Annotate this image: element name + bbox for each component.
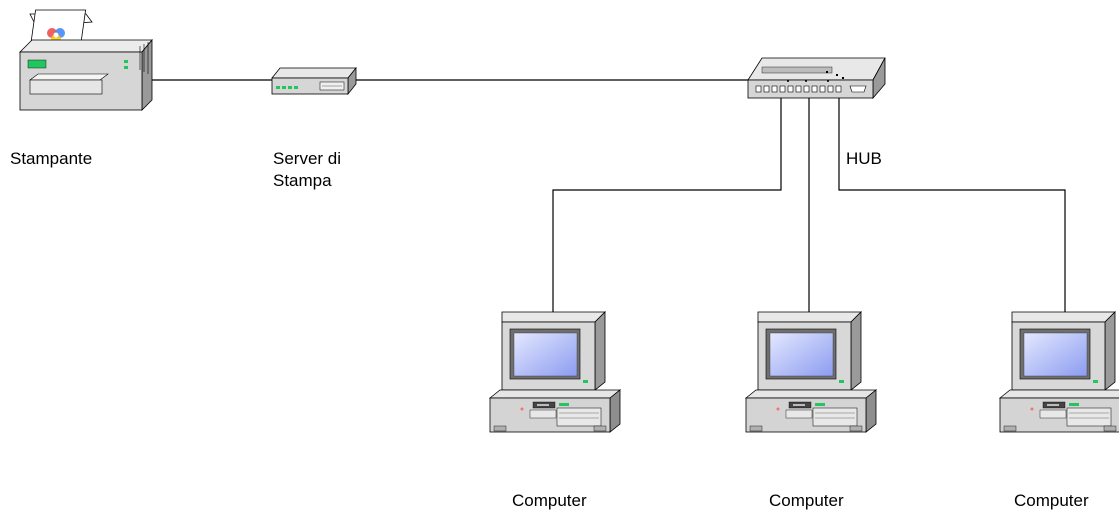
computer-label-2: Computer	[769, 491, 844, 510]
print-server-icon	[271, 66, 357, 96]
hub-icon	[747, 57, 886, 100]
computer-icon-1	[489, 311, 621, 433]
printer-label: Stampante	[10, 149, 93, 168]
print-server-label: Server di Stampa	[273, 148, 341, 192]
cable-hub-to-computer-1	[552, 98, 782, 312]
printer-icon	[19, 9, 153, 111]
computer-icon-2	[745, 311, 877, 433]
print-server-label-line1: Server di	[273, 149, 342, 168]
computer-label-3: Computer	[1014, 491, 1089, 510]
hub-label: HUB	[846, 149, 882, 168]
computer-label-1: Computer	[512, 491, 587, 510]
print-server-label-line2: Stampa	[273, 171, 332, 190]
cable-hub-to-computer-3	[838, 98, 1066, 312]
network-cables	[152, 79, 1066, 312]
computer-icon-3	[999, 311, 1119, 433]
